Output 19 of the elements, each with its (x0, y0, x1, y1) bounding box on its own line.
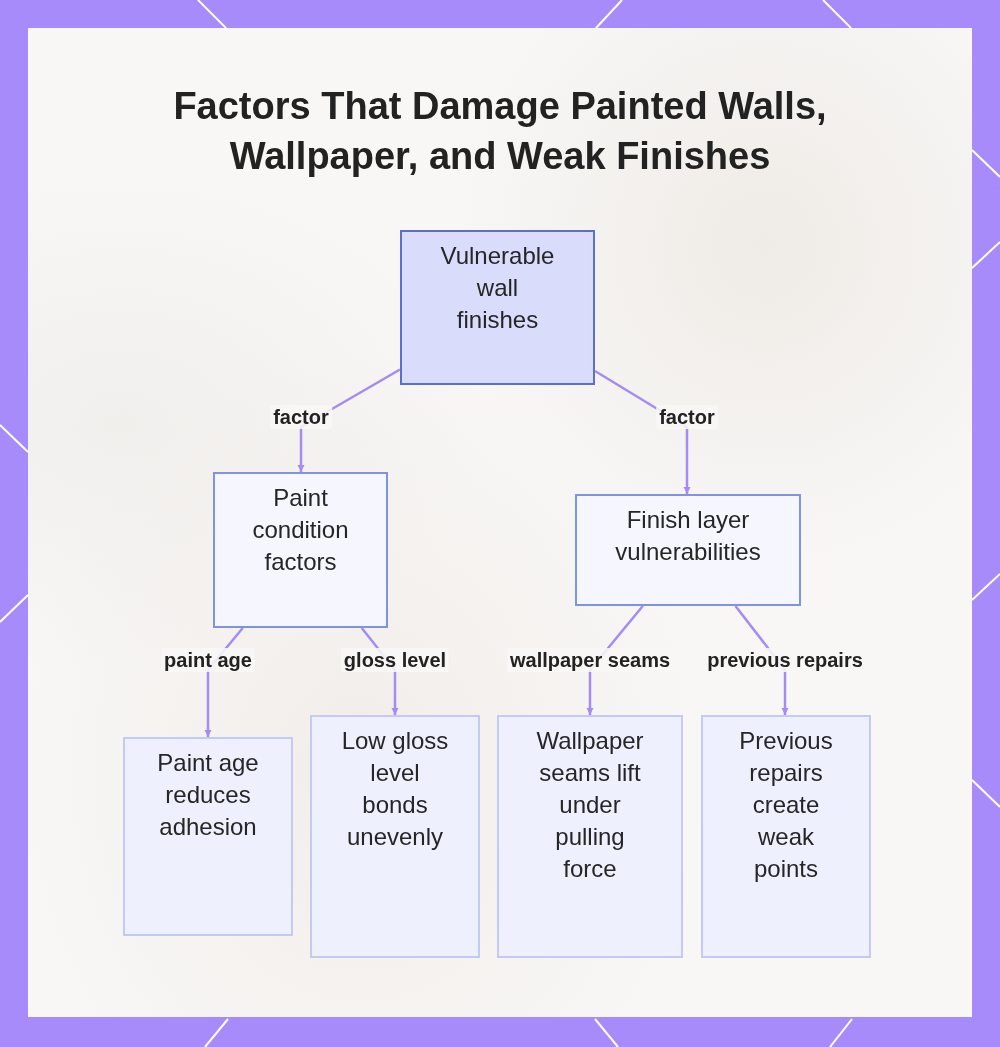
node-text: Paint condition factors (251, 483, 350, 577)
node-text: Vulnerable wall finishes (439, 241, 556, 335)
process-box (497, 715, 683, 958)
edge-label: factor (656, 405, 718, 429)
process-box (213, 472, 388, 628)
process-box (123, 737, 293, 936)
edge-label: factor (270, 405, 332, 429)
node-text: Low gloss level bonds unevenly (340, 726, 450, 852)
edge-label: gloss level (340, 648, 450, 672)
process-box (310, 715, 480, 958)
process-box (400, 230, 595, 385)
node-text: Previous repairs create weak points (738, 726, 834, 884)
process-box (575, 494, 801, 606)
node-text: Paint age reduces adhesion (156, 748, 260, 842)
node-text: Finish layer vulnerabilities (614, 505, 762, 567)
title: Factors That Damage Painted Walls, Wallpaper, and Weak Finishes (172, 84, 828, 179)
node-text: Wallpaper seams lift under pulling force (535, 726, 645, 884)
process-box (701, 715, 871, 958)
edge-label: paint age (161, 648, 255, 672)
